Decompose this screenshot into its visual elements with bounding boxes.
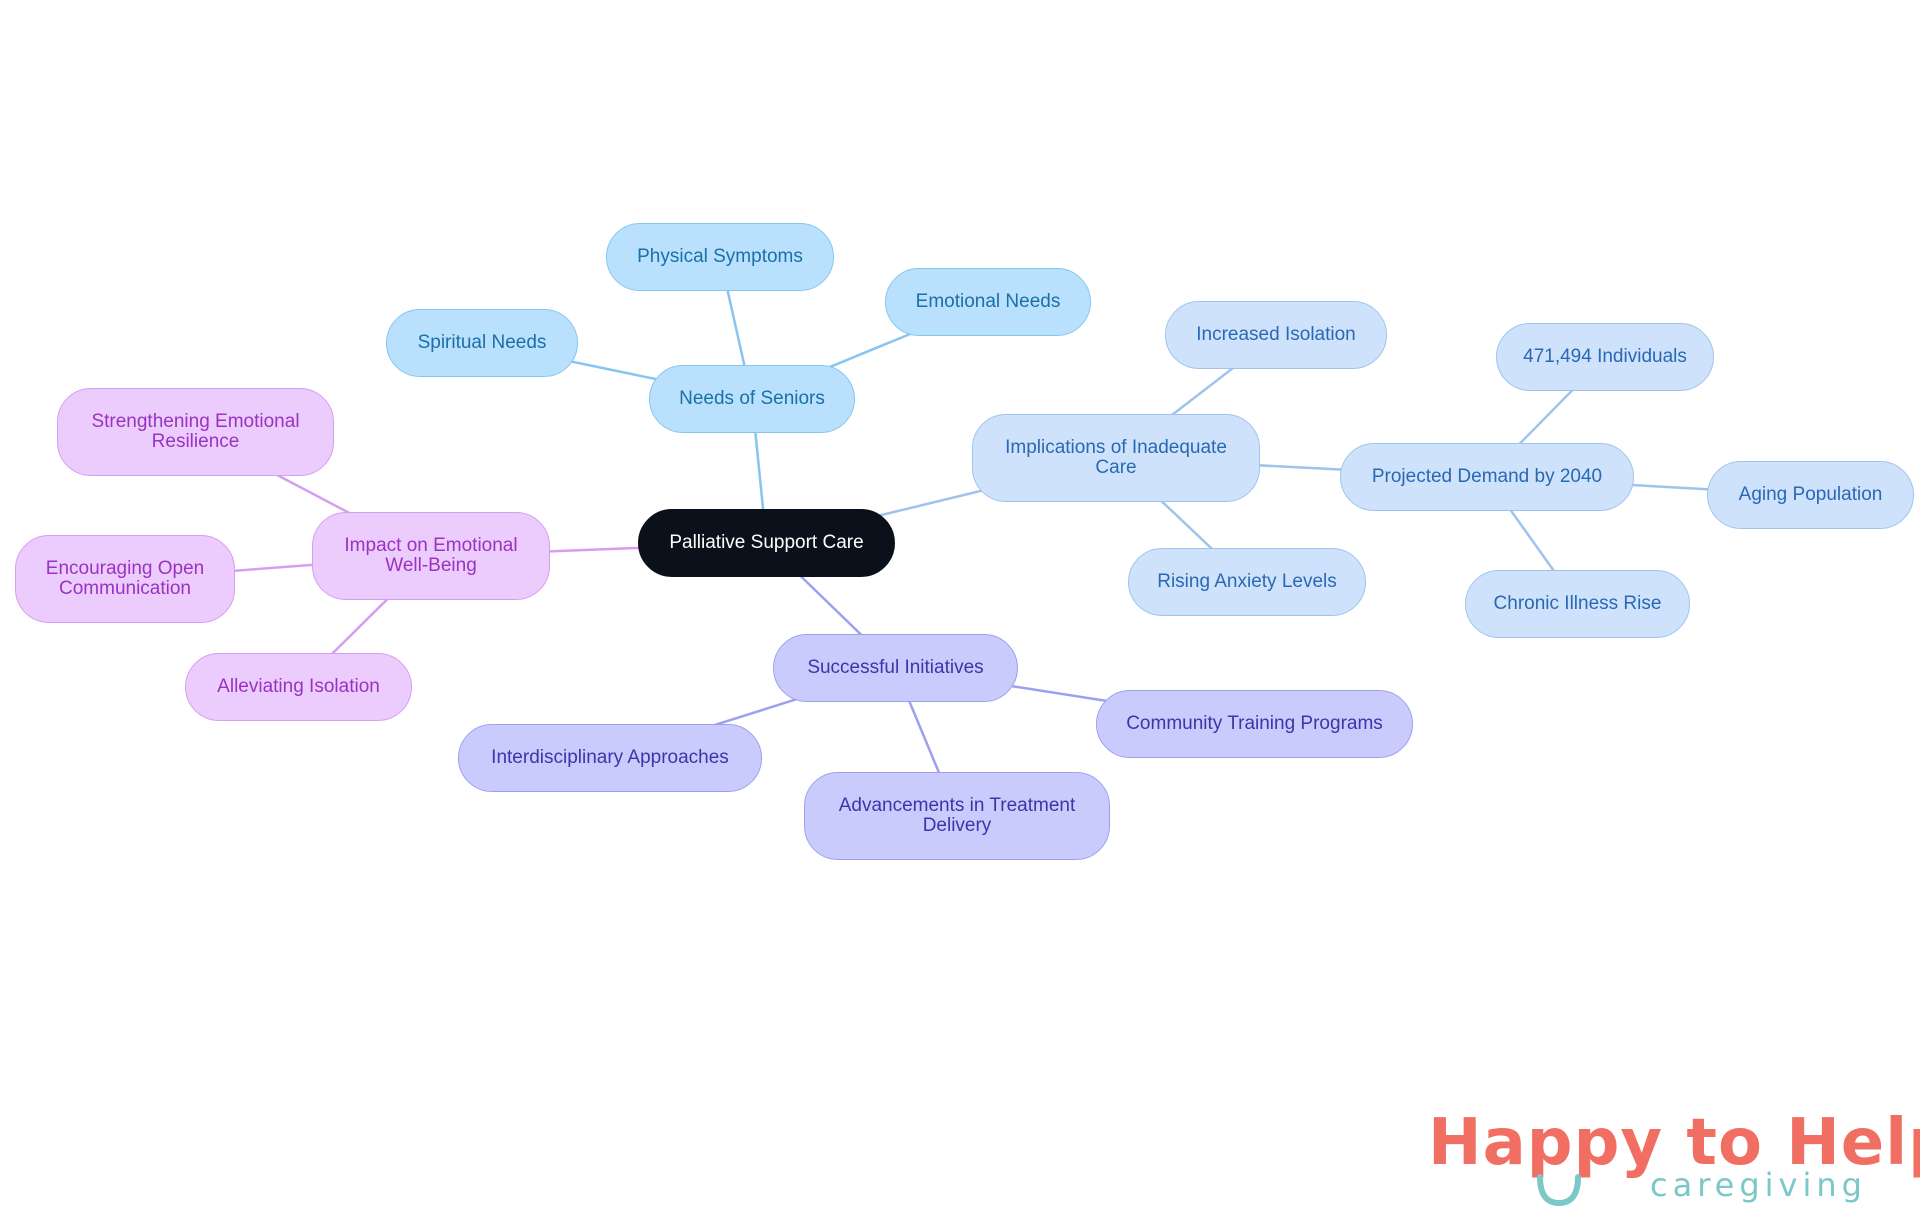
leaf-node-increased-isolation: Increased Isolation (1165, 301, 1387, 369)
leaf-node-open-communication: Encouraging Open Communication (15, 535, 235, 623)
leaf-node-rising-anxiety: Rising Anxiety Levels (1128, 548, 1366, 616)
logo-title: Happy to Help (1428, 1106, 1920, 1180)
sub-branch-node-projected-demand: Projected Demand by 2040 (1340, 443, 1634, 511)
branch-node-needs-of-seniors: Needs of Seniors (649, 365, 855, 433)
leaf-node-aging-population: Aging Population (1707, 461, 1914, 529)
leaf-node-individuals: 471,494 Individuals (1496, 323, 1714, 391)
leaf-node-emotional-needs: Emotional Needs (885, 268, 1091, 336)
root-node: Palliative Support Care (638, 509, 895, 577)
branch-node-successful-initiatives: Successful Initiatives (773, 634, 1018, 702)
leaf-node-physical-symptoms: Physical Symptoms (606, 223, 834, 291)
branch-node-implications: Implications of Inadequate Care (972, 414, 1260, 502)
leaf-node-chronic-illness: Chronic Illness Rise (1465, 570, 1690, 638)
brand-logo: Happy to Help caregiving (1420, 1105, 1920, 1207)
leaf-node-alleviating-isolation: Alleviating Isolation (185, 653, 412, 721)
leaf-node-strengthening-resilience: Strengthening Emotional Resilience (57, 388, 334, 476)
leaf-node-advancements: Advancements in Treatment Delivery (804, 772, 1110, 860)
leaf-node-interdisciplinary: Interdisciplinary Approaches (458, 724, 762, 792)
branch-node-impact-emotional: Impact on Emotional Well-Being (312, 512, 550, 600)
smile-icon (1537, 1174, 1581, 1207)
leaf-node-spiritual-needs: Spiritual Needs (386, 309, 578, 377)
logo-subtitle: caregiving (1650, 1166, 1867, 1204)
leaf-node-community-training: Community Training Programs (1096, 690, 1413, 758)
